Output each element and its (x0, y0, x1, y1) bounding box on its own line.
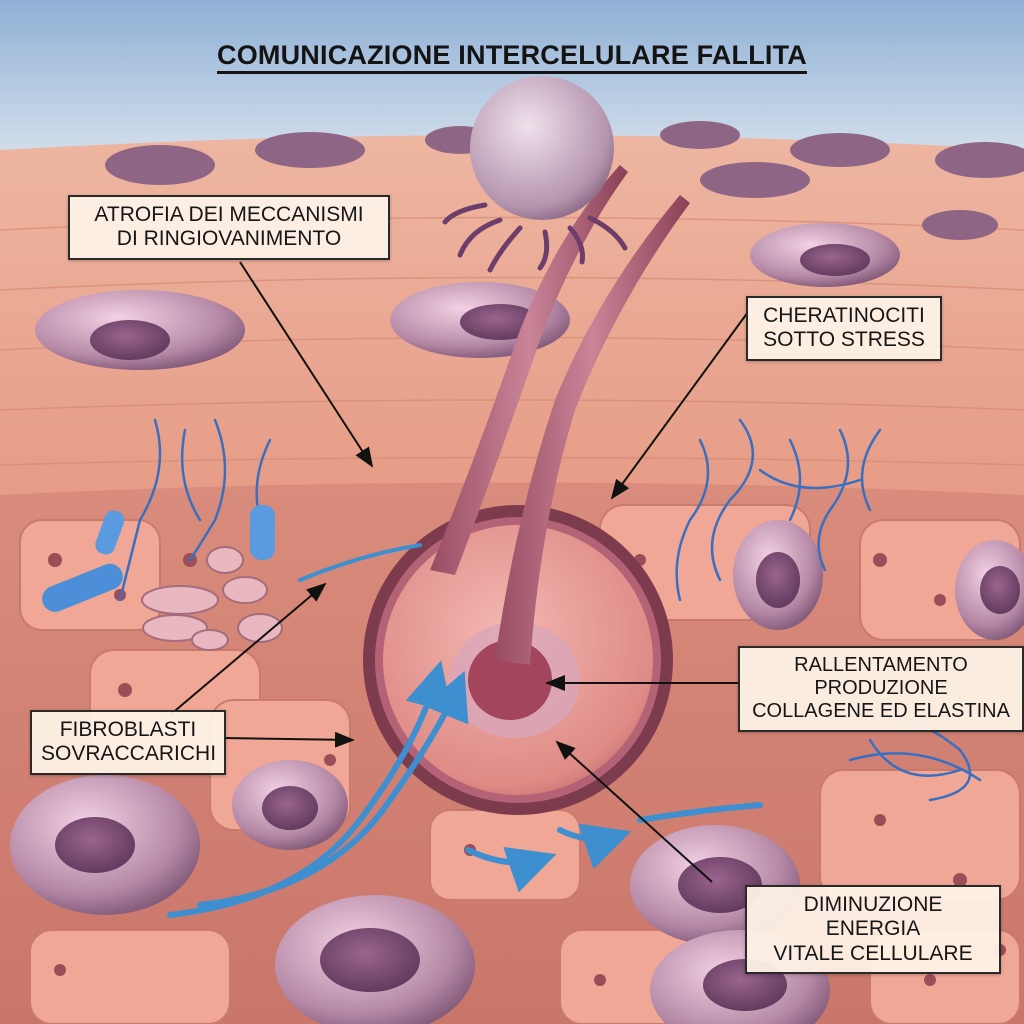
label-fibroblasti-line1: FIBROBLASTI (59, 718, 197, 741)
label-rallentamento: RALLENTAMENTO PRODUZIONE COLLAGENE ED EL… (738, 646, 1024, 732)
signal-tubes (42, 505, 275, 612)
label-rallentamento-line2: COLLAGENE ED ELASTINA (752, 700, 1010, 723)
label-fibroblasti: FIBROBLASTI SOVRACCARICHI (30, 710, 226, 775)
label-atrofia: ATROFIA DEI MECCANISMI DI RINGIOVANIMENT… (68, 195, 390, 260)
label-fibroblasti-line2: SOVRACCARICHI (41, 742, 217, 766)
mitochondria (141, 546, 283, 651)
diagram-title: COMUNICAZIONE INTERCELULARE FALLITA (0, 40, 1024, 74)
signal-flow-arrows (167, 543, 763, 918)
label-cheratinociti: CHERATINOCITI SOTTO STRESS (746, 296, 942, 361)
label-atrofia-line2: DI RINGIOVANIMENTO (116, 227, 342, 251)
label-diminuzione: DIMINUZIONE ENERGIA VITALE CELLULARE (745, 885, 1001, 975)
hair-shaft-1 (430, 165, 628, 575)
label-diminuzione-line1: DIMINUZIONE ENERGIA (803, 893, 943, 941)
label-cheratinociti-line2: SOTTO STRESS (763, 328, 925, 352)
label-leader-lines (169, 261, 749, 883)
label-cheratinociti-line1: CHERATINOCITI (763, 304, 925, 327)
label-atrofia-line1: ATROFIA DEI MECCANISMI (94, 203, 364, 226)
label-rallentamento-line1: RALLENTAMENTO PRODUZIONE (794, 654, 968, 700)
hair-shaft-2 (495, 195, 690, 665)
blue-fibres (118, 418, 982, 802)
floating-immune-cell (442, 76, 628, 273)
epidermis-texture (0, 216, 1024, 466)
label-diminuzione-line2: VITALE CELLULARE (773, 941, 973, 965)
